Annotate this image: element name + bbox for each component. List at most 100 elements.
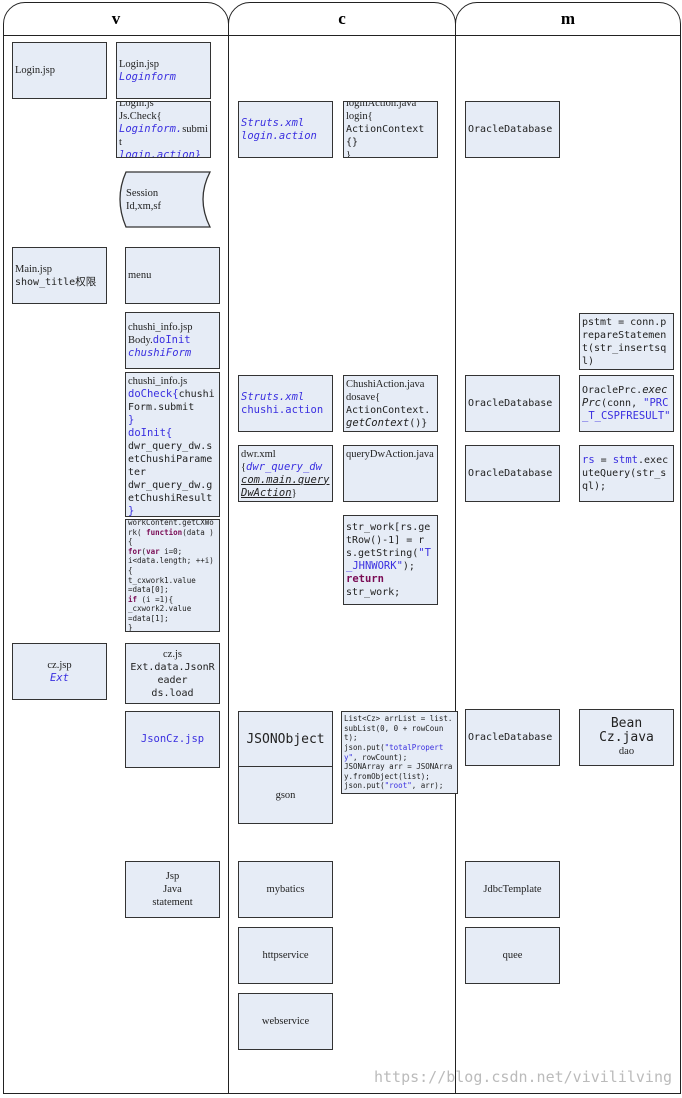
text-segment: dwr_query_dw.setChushiParameter [128, 441, 213, 478]
box-line: OracleDatabase [468, 123, 557, 136]
text-segment: ActionContext{} [346, 124, 425, 148]
box-line: dao [582, 745, 671, 758]
box-line: ChushiAction.java [346, 378, 435, 391]
text-segment: OracleDatabase [468, 398, 553, 409]
text-segment: cz.jsp [47, 659, 72, 671]
text-segment: "totalProperty" [344, 742, 444, 762]
box-line: _cxwork2.value [128, 604, 217, 614]
text-segment: Session [126, 187, 159, 199]
text-segment: 权限 [75, 276, 97, 288]
text-segment: i<data.length; ++i){ [128, 556, 214, 575]
text-segment: ( [141, 546, 147, 556]
text-segment: com.main.queryDwAction [241, 473, 330, 499]
text-segment: } [128, 505, 135, 517]
box-line: OracleDatabase [468, 397, 557, 410]
box-line: ds.load [128, 687, 217, 700]
box-line: i<data.length; ++i){ [128, 556, 217, 575]
text-segment: pstmt = conn.prepareStatement(str_insert… [582, 316, 667, 367]
text-segment: i=0; [159, 546, 183, 556]
box-line: ActionContext.getContext()} [346, 404, 435, 430]
text-segment: Login.jsp [15, 65, 55, 76]
box-line: statement [128, 896, 217, 909]
box-line: for(var i=0; [128, 547, 217, 557]
text-segment: Login.js [119, 101, 154, 109]
text-segment: } [346, 150, 352, 158]
text-segment: gson [275, 789, 296, 801]
box-line: List<Cz> arrList = list.subList(0, 0 + r… [344, 714, 455, 743]
box-mybatics: mybatics [238, 861, 333, 918]
box-workcontent: workContent.getCXWork( function(data ){f… [125, 519, 220, 632]
box-line: Ext.data.JsonReader [128, 661, 217, 687]
box-line: Struts.xml [241, 391, 330, 404]
box-line: ActionContext{} [346, 123, 435, 149]
text-segment: show_title [15, 276, 76, 288]
text-segment: Body. [128, 335, 153, 346]
text-segment: webservice [261, 1016, 310, 1027]
text-segment: Java [163, 884, 182, 895]
text-segment: Main.jsp [15, 263, 53, 275]
box-line: OraclePrc.execPrc(conn, "PRC_T_CSPFRESUL… [582, 384, 671, 423]
lane-title: v [4, 3, 228, 36]
text-segment: return [346, 573, 384, 585]
box-line: gson [241, 789, 330, 802]
box-line: Ext [15, 672, 104, 685]
box-line: login.action [241, 130, 330, 143]
text-segment: statement [152, 897, 193, 908]
text-segment: function [146, 527, 183, 537]
text-segment: (conn, [600, 398, 644, 409]
box-oracle-4: OracleDatabase [465, 709, 560, 766]
box-line: JdbcTemplate [468, 883, 557, 896]
box-line: queryDwAction.java [346, 448, 435, 461]
box-line: } [128, 505, 217, 517]
box-line: login{ [346, 110, 435, 123]
text-segment: = [594, 455, 613, 466]
box-line: Login.jsp [15, 64, 104, 77]
text-segment: List<Cz> arrList = list.subList(0, 0 + r… [344, 714, 453, 743]
text-segment: ); [402, 561, 415, 572]
text-segment: Js.Check{ [119, 111, 162, 122]
box-line: Login.js [119, 101, 208, 110]
text-segment: _cxwork2.value [128, 604, 192, 614]
box-line: OracleDatabase [468, 467, 557, 480]
box-line: json.put("root", arr); [344, 781, 455, 791]
text-segment: } [291, 487, 297, 499]
text-segment: ds.load [151, 687, 194, 699]
box-line: =data[0]; [128, 585, 217, 595]
text-segment: login.action} [119, 149, 202, 158]
box-line: doCheck{chushiForm.submit [128, 388, 217, 414]
text-segment: .executeQuery(str_sql); [582, 455, 669, 492]
text-segment: dosave{ [346, 391, 381, 403]
text-segment: (data ){ [128, 527, 214, 547]
text-segment: dao [618, 746, 635, 757]
box-line: mybatics [241, 883, 330, 896]
box-line: return [346, 573, 435, 586]
box-str-work: str_work[rs.getRow()-1] = rs.getString("… [343, 515, 438, 605]
text-segment: JSONObject [246, 731, 325, 747]
box-line: t_cxwork1.value [128, 576, 217, 586]
box-httpservice: httpservice [238, 927, 333, 984]
box-line: } [346, 149, 435, 158]
box-webservice: webservice [238, 993, 333, 1050]
box-oracle-1: OracleDatabase [465, 101, 560, 158]
box-line: Session [126, 187, 209, 200]
text-segment: "root" [384, 781, 412, 791]
text-segment: OraclePrc. [582, 385, 643, 396]
box-login-jsp-page: Login.jsp [12, 42, 107, 99]
text-segment: Ext [50, 671, 69, 684]
text-segment: Bean [610, 716, 643, 731]
box-line: show_title权限 [15, 276, 104, 289]
text-segment: httpservice [262, 950, 309, 961]
text-segment: "PRC_T_CSPFRESULT" [582, 397, 671, 422]
box-line: str_work[rs.getRow()-1] = rs.getString("… [346, 521, 435, 573]
text-segment: dwr_query_dw.getChushiResult [128, 480, 213, 504]
text-segment: str_work; [346, 587, 401, 598]
box-line: Loginform.submit [119, 123, 208, 149]
box-oracle-3: OracleDatabase [465, 445, 560, 502]
text-segment: Jsp [165, 871, 180, 882]
